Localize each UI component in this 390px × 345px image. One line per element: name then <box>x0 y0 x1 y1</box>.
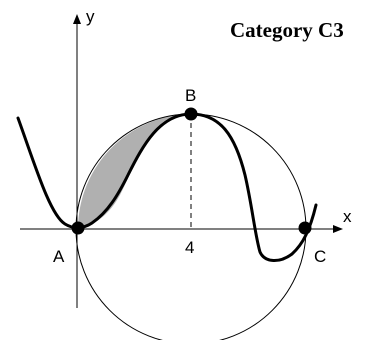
tick-label-4: 4 <box>185 238 194 257</box>
point-c <box>298 221 312 235</box>
y-axis-label: y <box>86 7 95 26</box>
x-axis-arrow <box>333 225 343 233</box>
point-a-label: A <box>53 247 65 266</box>
point-c-label: C <box>314 247 326 266</box>
shaded-region <box>78 114 191 228</box>
function-curve <box>16 112 318 262</box>
point-b-label: B <box>185 86 196 105</box>
y-axis-arrow <box>73 14 81 24</box>
figure-title: Category C3 <box>230 18 344 42</box>
x-axis-label: x <box>343 207 352 226</box>
point-b <box>184 107 198 121</box>
point-a <box>71 221 85 235</box>
